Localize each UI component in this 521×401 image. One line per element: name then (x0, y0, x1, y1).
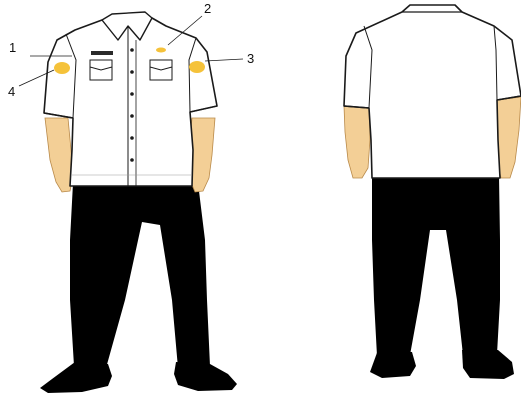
front-left-chest-pocket (90, 60, 112, 80)
right-sleeve-badge (189, 61, 205, 73)
callout-2-number: 2 (204, 1, 211, 16)
front-view-figure (40, 12, 237, 393)
front-trousers (70, 183, 210, 368)
callout-3: 3 (205, 51, 254, 66)
back-view-figure (344, 5, 521, 379)
name-plate (91, 51, 113, 55)
front-right-chest-pocket (150, 60, 172, 80)
callout-1-number: 1 (9, 40, 16, 55)
back-shirt (344, 5, 521, 178)
callout-4-number: 4 (8, 84, 15, 99)
left-sleeve-badge (54, 62, 70, 74)
front-shoes (40, 362, 237, 393)
chest-badge (156, 48, 166, 53)
back-trousers (372, 176, 500, 356)
back-shoes (370, 350, 514, 379)
callout-3-number: 3 (247, 51, 254, 66)
